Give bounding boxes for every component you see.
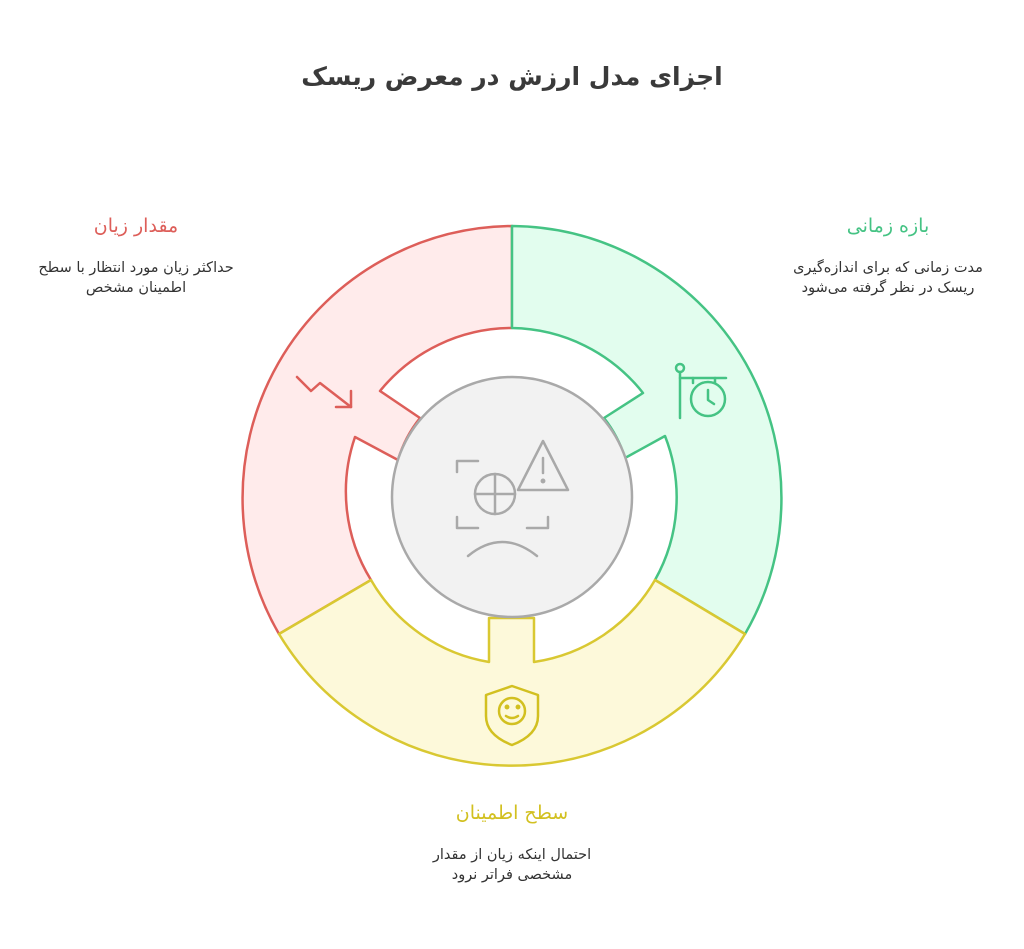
confidence-level-heading: سطح اطمینان xyxy=(455,802,569,824)
trending-down-arrow-icon xyxy=(295,375,353,409)
time-horizon-heading: بازه زمانی xyxy=(846,215,930,237)
confidence-level-description-line1: احتمال اینکه زیان از مقدار xyxy=(432,847,592,863)
center-hub xyxy=(390,375,634,619)
time-horizon-description-line2: ریسک در نظر گرفته می‌شود xyxy=(801,280,975,296)
loss-amount-heading: مقدار زیان xyxy=(93,215,179,237)
confidence-level-description-line2: مشخصی فراتر نرود xyxy=(451,867,573,883)
shield-face-icon xyxy=(484,684,540,747)
loss-amount-description-line1: حداکثر زیان مورد انتظار با سطح xyxy=(38,260,234,276)
segment-confidence-level xyxy=(277,578,747,767)
hanging-clock-sign-icon xyxy=(674,362,728,420)
time-horizon-description-line1: مدت زمانی که برای اندازه‌گیری xyxy=(793,260,983,276)
loss-amount-description-line2: اطمینان مشخص xyxy=(85,280,187,296)
segment-confidence-level-shape xyxy=(277,578,747,767)
risk-warning-face-icon xyxy=(455,439,570,558)
center-circle xyxy=(390,375,634,619)
page-title: اجزای مدل ارزش در معرض ریسک xyxy=(301,62,723,91)
